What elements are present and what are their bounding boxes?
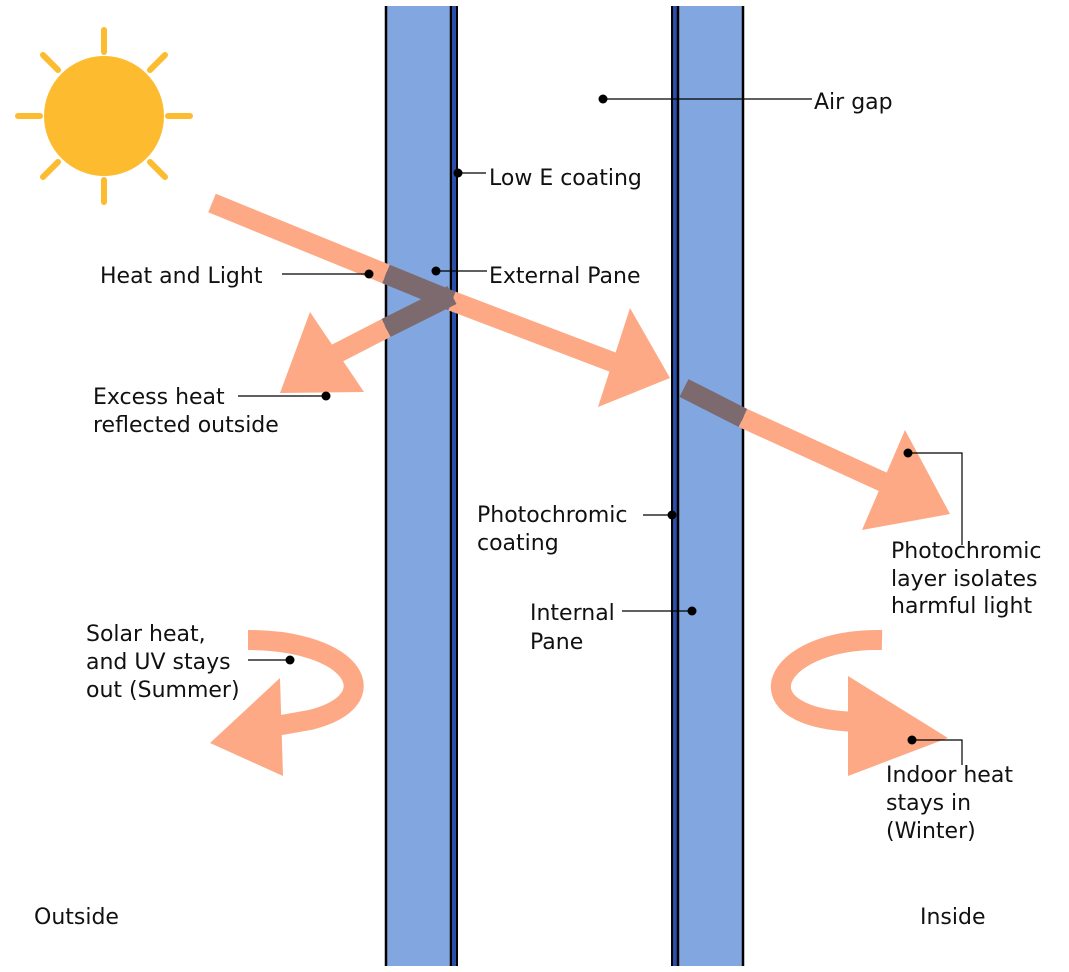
external-pane-label: External Pane	[489, 264, 641, 289]
solar-heat-label: Solar heat, and UV stays out (Summer)	[86, 622, 240, 703]
internal-pane-label: Internal Pane	[530, 601, 622, 655]
low-e-coating-layer	[452, 6, 457, 966]
transmitted-light-arrow	[679, 379, 950, 530]
external-pane	[384, 6, 458, 966]
internal-pane	[671, 6, 745, 966]
indoor-heat-label: Indoor heat stays in (Winter)	[886, 763, 1020, 844]
excess-heat-label: Excess heat reflected outside	[93, 385, 279, 438]
winter-curved-arrow	[771, 629, 948, 776]
sun-icon	[15, 27, 193, 205]
sun-disc	[44, 56, 164, 176]
photochromic-coating-label: Photochromic coating	[477, 503, 634, 556]
low-e-coating-label: Low E coating	[489, 166, 642, 191]
inside-label: Inside	[920, 905, 986, 930]
air-gap-label: Air gap	[814, 90, 893, 115]
sun-rays	[15, 27, 193, 205]
photochromic-layer-label: Photochromic layer isolates harmful ligh…	[891, 539, 1048, 619]
heat-and-light-label: Heat and Light	[100, 264, 263, 289]
reflected-heat-arrow	[280, 286, 457, 393]
leader-lines	[238, 98, 963, 765]
photochromic-coating-layer	[673, 6, 677, 966]
outside-label: Outside	[34, 905, 119, 930]
summer-curved-arrow	[210, 630, 364, 776]
leader-dots	[285, 94, 917, 745]
